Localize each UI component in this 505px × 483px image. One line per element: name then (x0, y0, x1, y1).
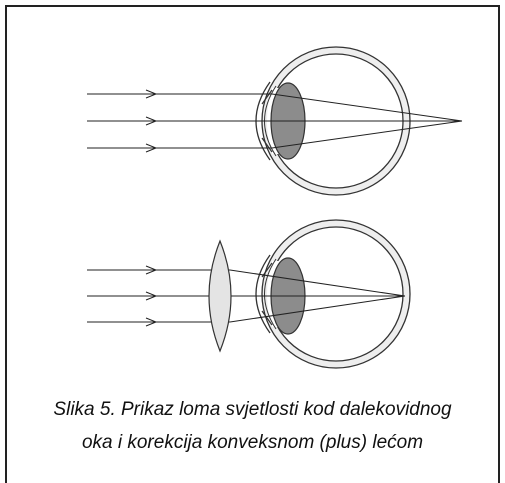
hyperopic-eye-diagram (87, 47, 462, 195)
caption-line-1: Slika 5. Prikaz loma svjetlosti kod dale… (0, 399, 505, 421)
corrected-eye-diagram (87, 220, 410, 368)
corrective-convex-lens (209, 241, 231, 351)
incoming-rays (87, 94, 272, 148)
caption-line-2: oka i korekcija konveksnom (plus) lećom (0, 432, 505, 454)
